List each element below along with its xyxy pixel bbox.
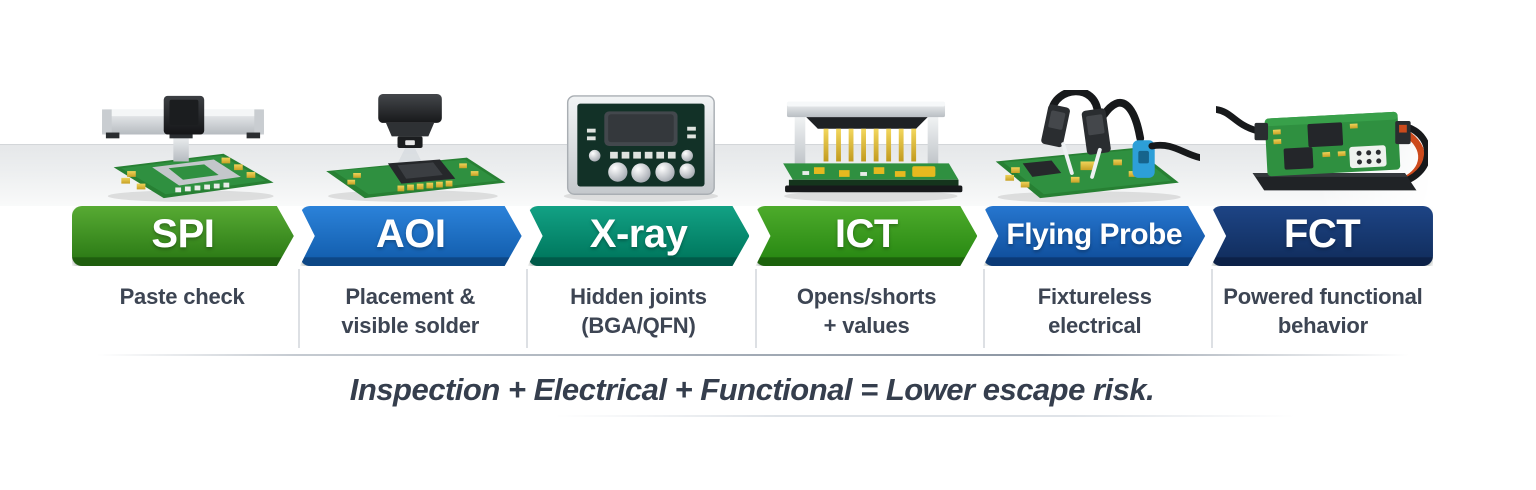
banner-ict-shape bbox=[755, 206, 977, 266]
banner-flying-probe-shape bbox=[983, 206, 1205, 266]
description-xray: Hidden joints (BGA/QFN) bbox=[526, 269, 748, 349]
stage-banners-row: SPI AOI X-ray ICT Flying Probe FCT bbox=[72, 206, 1433, 266]
stage-icon-aoi bbox=[300, 90, 522, 204]
caption-wrap: Inspection + Electrical + Functional = L… bbox=[0, 372, 1504, 408]
banner-aoi-shape bbox=[300, 206, 522, 266]
stage-icon-flying-probe bbox=[983, 90, 1205, 204]
banner-fct-label: FCT bbox=[1283, 212, 1361, 256]
stage-icon-ict bbox=[755, 90, 977, 204]
banner-ict: ICT bbox=[755, 206, 977, 266]
banner-flying-probe: Flying Probe bbox=[983, 206, 1205, 266]
stage-icon-spi bbox=[72, 90, 294, 204]
description-fct: Powered functional behavior bbox=[1210, 269, 1433, 349]
stage-icon-fct bbox=[1211, 90, 1433, 204]
stage-icon-xray bbox=[528, 90, 750, 204]
description-flying-probe: Fixtureless electrical bbox=[982, 269, 1205, 349]
banner-ict-label: ICT bbox=[834, 212, 898, 256]
banner-aoi: AOI bbox=[300, 206, 522, 266]
banner-fct: FCT bbox=[1211, 206, 1433, 266]
banner-spi-shape bbox=[72, 206, 294, 266]
summary-caption: Inspection + Electrical + Functional = L… bbox=[349, 372, 1155, 407]
banner-aoi-label: AOI bbox=[375, 212, 446, 256]
ict-fixture-icon bbox=[783, 101, 963, 202]
banner-fct-shape bbox=[1211, 206, 1433, 266]
banner-xray-label: X-ray bbox=[589, 212, 688, 256]
xray-monitor-icon bbox=[563, 95, 718, 202]
banner-flying-probe-label: Flying Probe bbox=[1006, 217, 1183, 251]
caption-bottom-shadow bbox=[555, 415, 1295, 417]
stage-descriptions-row: Paste check Placement & visible solder H… bbox=[72, 269, 1433, 349]
description-spi: Paste check bbox=[119, 284, 245, 309]
test-pipeline: SPI AOI X-ray ICT Flying Probe FCT bbox=[72, 78, 1433, 349]
spi-machine-icon bbox=[101, 95, 274, 202]
description-aoi: Placement & visible solder bbox=[298, 269, 520, 349]
flying-probe-icon bbox=[995, 90, 1201, 203]
caption-top-divider bbox=[97, 354, 1409, 356]
fct-board-icon bbox=[1216, 106, 1429, 191]
machine-illustrations-row bbox=[72, 78, 1433, 204]
banner-xray: X-ray bbox=[528, 206, 750, 266]
banner-spi: SPI bbox=[72, 206, 294, 266]
banner-xray-shape bbox=[528, 206, 750, 266]
aoi-camera-icon bbox=[325, 94, 506, 202]
banner-spi-label: SPI bbox=[151, 212, 215, 256]
description-ict: Opens/shorts + values bbox=[754, 269, 977, 349]
